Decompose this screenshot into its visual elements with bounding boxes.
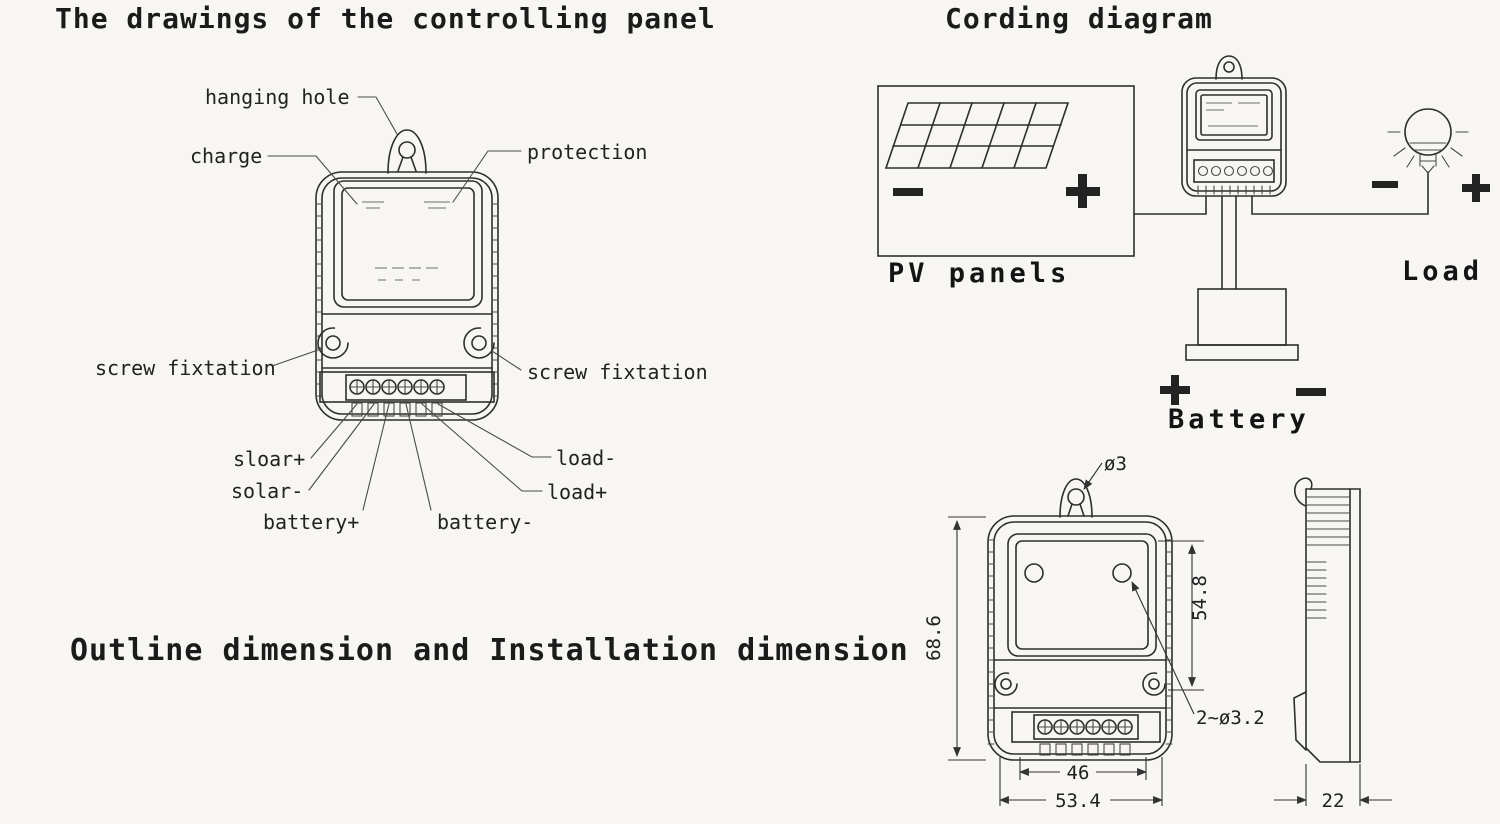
mount-hole-right bbox=[1112, 563, 1132, 583]
controller-body bbox=[315, 171, 499, 421]
battery-plus-symbol bbox=[1160, 375, 1190, 405]
pv-plus-symbol bbox=[1066, 174, 1100, 208]
dim-hanging-hole-dia: ø3 bbox=[1104, 453, 1127, 475]
screw-mount-left bbox=[317, 327, 349, 359]
battery-minus-symbol bbox=[1296, 388, 1326, 396]
front-view bbox=[987, 478, 1173, 761]
pv-panel-graphic bbox=[877, 85, 1135, 257]
mount-hole-left bbox=[1024, 563, 1044, 583]
outline-dimension-drawing: ø3 68.6 54.8 2~ø3.2 46 53.4 22 bbox=[923, 453, 1392, 812]
battery-label: Battery bbox=[1168, 404, 1310, 435]
load-minus-label: load- bbox=[556, 446, 616, 470]
battery-plus-label: battery+ bbox=[263, 510, 359, 534]
controller-panel-drawing: hanging hole charge protection screw fix… bbox=[95, 85, 708, 534]
screw-fixtation-left-label: screw fixtation bbox=[95, 356, 276, 380]
solar-plus-label: sloar+ bbox=[233, 447, 305, 471]
protection-label: protection bbox=[527, 140, 647, 164]
terminal-block bbox=[319, 371, 495, 417]
load-minus-symbol bbox=[1372, 181, 1398, 188]
panel-section-title: The drawings of the controlling panel bbox=[55, 2, 716, 35]
cording-section-title: Cording diagram bbox=[945, 2, 1213, 35]
load-plus-label: load+ bbox=[547, 480, 607, 504]
outline-section-title: Outline dimension and Installation dimen… bbox=[70, 633, 909, 668]
panel-leader-lines bbox=[267, 96, 552, 511]
battery-minus-label: battery- bbox=[437, 510, 533, 534]
load-label: Load bbox=[1402, 256, 1483, 287]
dim-depth: 22 bbox=[1322, 790, 1345, 812]
lcd-screen bbox=[333, 180, 483, 308]
dim-mount-holes: 2~ø3.2 bbox=[1196, 707, 1265, 729]
bulb-icon bbox=[1372, 108, 1490, 202]
dim-body-height: 68.6 bbox=[923, 615, 945, 661]
screw-mount-right bbox=[463, 327, 495, 359]
pv-panels-label: PV panels bbox=[888, 258, 1070, 289]
load-plus-symbol bbox=[1462, 174, 1490, 202]
controller-mini-graphic bbox=[1181, 55, 1287, 197]
solar-minus-label: solar- bbox=[231, 479, 303, 503]
wire-pv bbox=[1133, 195, 1207, 215]
wires bbox=[1133, 171, 1429, 290]
dim-screen-height: 54.8 bbox=[1189, 575, 1211, 621]
wire-load bbox=[1251, 171, 1429, 215]
screw-fixtation-right-label: screw fixtation bbox=[527, 360, 708, 384]
side-view bbox=[1293, 477, 1361, 763]
hanging-hole-graphic bbox=[387, 129, 427, 174]
cording-diagram: PV panels Load Battery bbox=[877, 55, 1490, 435]
dim-terminal-width: 46 bbox=[1067, 762, 1090, 784]
hanging-hole-label: hanging hole bbox=[205, 85, 350, 109]
dim-body-width: 53.4 bbox=[1055, 790, 1101, 812]
charge-label: charge bbox=[190, 144, 262, 168]
pv-minus-symbol bbox=[893, 188, 923, 196]
battery-graphic bbox=[1160, 288, 1326, 405]
dimension-lines bbox=[948, 462, 1392, 806]
